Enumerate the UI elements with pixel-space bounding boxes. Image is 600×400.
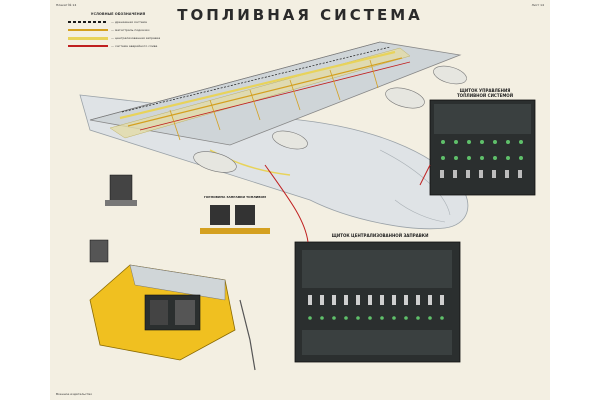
poster-title: ТОПЛИВНАЯ СИСТЕМА (177, 6, 423, 24)
legend-swatch (68, 29, 108, 31)
refuel-panel (294, 241, 461, 363)
fuel-control-panel (429, 99, 536, 196)
pointer-line (419, 164, 431, 186)
fuel-control-panel-label: ЩИТОК УПРАВЛЕНИЯ ТОПЛИВНОЙ СИСТЕМОЙ (456, 88, 514, 98)
pointer-line (264, 164, 309, 243)
legend-swatch (68, 36, 108, 40)
refuel-panel-label: ЩИТОК ЦЕНТРАЛИЗОВАННОЙ ЗАПРАВКИ (331, 233, 429, 238)
pump-components (89, 174, 270, 371)
pressure-connection-label: ГОРЛОВИНА ЗАПРАВКИ ТОПЛИВОМ (203, 195, 267, 199)
top-left-note: Плакат № 14 (56, 3, 77, 7)
legend-label: — централизованная заправка (111, 36, 161, 40)
top-right-note: Лист 14 (531, 3, 544, 7)
fuel-tank-cutaway (89, 264, 236, 361)
poster: ТОПЛИВНАЯ СИСТЕМА Плакат № 14 Лист 14 Во… (50, 0, 550, 400)
engine-nacelles (193, 65, 467, 173)
diagram-artwork (79, 41, 536, 371)
legend-swatch (68, 21, 108, 23)
legend-label: — система аварийного слива (111, 44, 158, 48)
legend-heading: УСЛОВНЫЕ ОБОЗНАЧЕНИЯ (90, 12, 146, 16)
legend: УСЛОВНЫЕ ОБОЗНАЧЕНИЯ — дренажная система… (68, 12, 168, 50)
legend-label: — магистраль подкачки (111, 28, 150, 32)
fuel-lines (119, 46, 411, 176)
legend-swatch (68, 45, 108, 47)
legend-item: — централизованная заправка (68, 34, 168, 42)
legend-item: — магистраль подкачки (68, 26, 168, 34)
bottom-note: Военное издательство (56, 392, 93, 396)
legend-item: — система аварийного слива (68, 42, 168, 50)
legend-label: — дренажная система (111, 20, 147, 24)
legend-item: — дренажная система (68, 18, 168, 26)
